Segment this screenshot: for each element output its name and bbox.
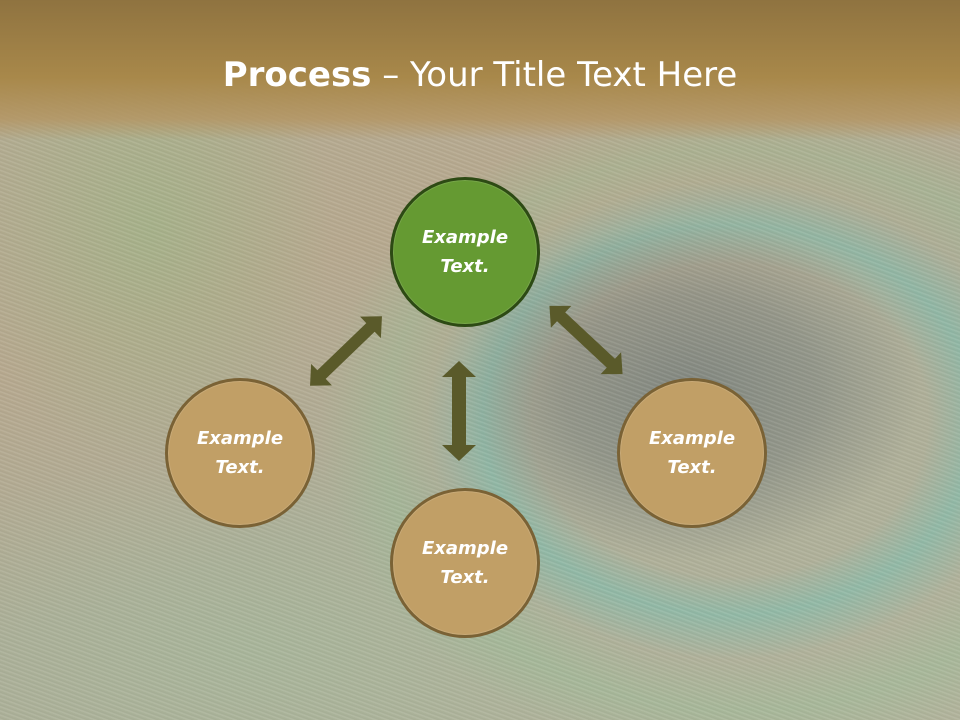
node-label-line1: Example: [421, 538, 509, 559]
node-label-line2: Text.: [215, 457, 265, 478]
node-label-line1: Example: [196, 428, 284, 449]
node-label-line2: Text.: [440, 567, 490, 588]
header-band: [0, 0, 960, 140]
node-left[interactable]: Example Text.: [165, 378, 315, 528]
node-label-line2: Text.: [440, 256, 490, 277]
node-label-line1: Example: [648, 428, 736, 449]
title-strong: Process: [222, 55, 372, 95]
arrow-top-left: [310, 316, 382, 386]
slide-title: Process – Your Title Text Here: [0, 52, 960, 98]
node-bottom[interactable]: Example Text.: [390, 488, 540, 638]
node-right[interactable]: Example Text.: [617, 378, 767, 528]
arrow-top-right: [549, 305, 623, 375]
node-label-line2: Text.: [667, 457, 717, 478]
arrow-vertical: [442, 361, 476, 461]
node-label-line1: Example: [421, 227, 509, 248]
title-rest: – Your Title Text Here: [371, 55, 738, 95]
node-center-top[interactable]: Example Text.: [390, 177, 540, 327]
